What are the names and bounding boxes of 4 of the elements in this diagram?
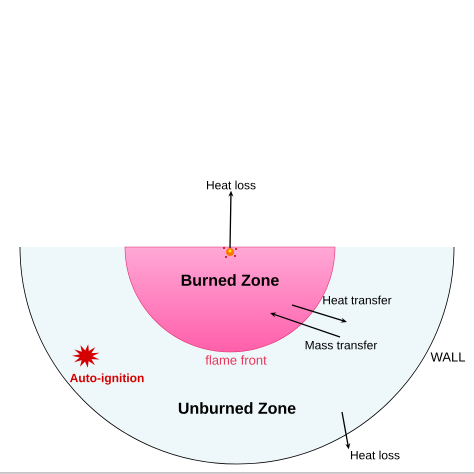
- heat-loss-label: Heat loss: [350, 450, 400, 460]
- flame-front-label: flame front: [205, 355, 267, 365]
- auto-ignition-label: Auto-ignition: [70, 373, 144, 385]
- heat-loss-label: Heat loss: [206, 180, 256, 190]
